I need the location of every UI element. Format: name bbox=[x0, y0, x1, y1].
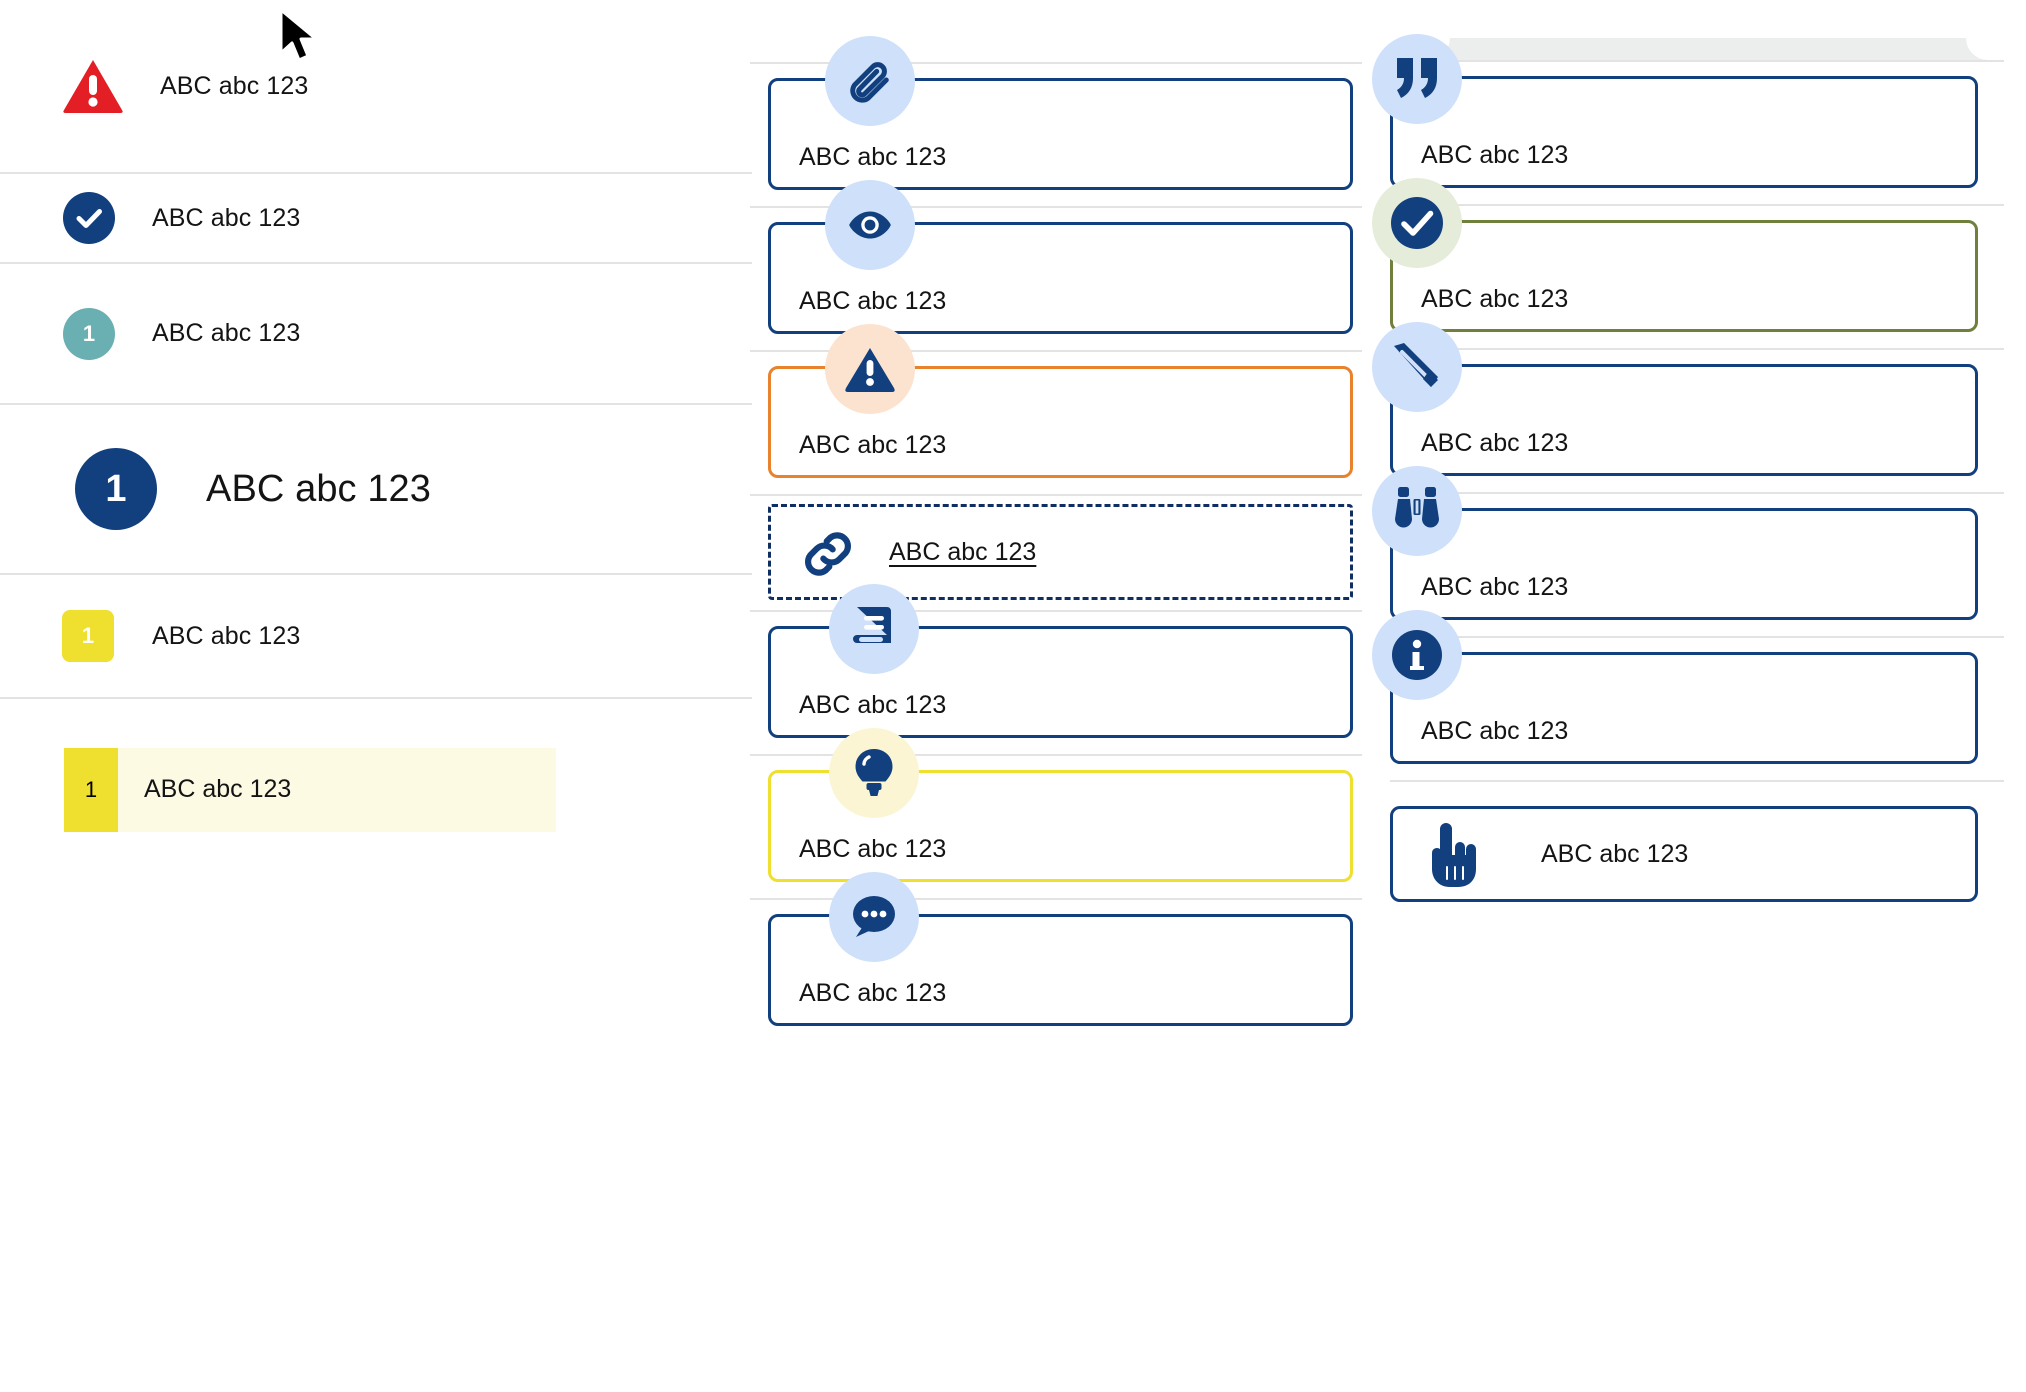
warning-triangle-icon bbox=[825, 324, 915, 414]
callout-card-action[interactable]: ABC abc 123 bbox=[1390, 806, 1978, 902]
list-item[interactable]: 1 ABC abc 123 bbox=[0, 403, 752, 573]
number-badge-large: 1 bbox=[75, 448, 157, 530]
row-divider bbox=[750, 206, 1362, 208]
list-item-label-large: ABC abc 123 bbox=[206, 467, 432, 510]
callout-label: ABC abc 123 bbox=[799, 143, 947, 171]
callout-card-explore[interactable]: ABC abc 123 bbox=[1390, 508, 1978, 620]
callout-label: ABC abc 123 bbox=[1541, 839, 1689, 868]
quote-icon bbox=[1372, 34, 1462, 124]
row-divider bbox=[1390, 492, 2004, 494]
callout-label: ABC abc 123 bbox=[799, 979, 947, 1007]
paperclip-icon bbox=[825, 36, 915, 126]
callout-label: ABC abc 123 bbox=[799, 691, 947, 719]
row-divider bbox=[1390, 60, 2004, 62]
callout-label: ABC abc 123 bbox=[1421, 717, 1569, 745]
callout-label: ABC abc 123 bbox=[1421, 285, 1569, 313]
circle-check-icon bbox=[1372, 178, 1462, 268]
list-item[interactable]: ABC abc 123 bbox=[0, 0, 752, 172]
triangle-alert-icon bbox=[62, 59, 124, 113]
row-divider bbox=[1390, 636, 2004, 638]
binoculars-icon bbox=[1372, 466, 1462, 556]
callout-link-label[interactable]: ABC abc 123 bbox=[889, 537, 1037, 566]
row-divider bbox=[750, 898, 1362, 900]
callout-card-edit[interactable]: ABC abc 123 bbox=[1390, 364, 1978, 476]
list-item-label: ABC abc 123 bbox=[152, 319, 301, 347]
callout-card-tip[interactable]: ABC abc 123 bbox=[768, 770, 1353, 882]
comment-dots-icon bbox=[829, 872, 919, 962]
list-item-label: ABC abc 123 bbox=[160, 71, 309, 100]
callout-card-success[interactable]: ABC abc 123 bbox=[1390, 220, 1978, 332]
mouse-pointer bbox=[278, 8, 324, 71]
row-divider bbox=[750, 494, 1362, 496]
lightbulb-icon bbox=[829, 728, 919, 818]
callout-label: ABC abc 123 bbox=[1421, 573, 1569, 601]
eye-icon bbox=[825, 180, 915, 270]
number-badge: 1 bbox=[63, 307, 115, 360]
number-badge-bar: 1 bbox=[64, 747, 118, 832]
list-item[interactable]: 1 ABC abc 123 bbox=[0, 262, 752, 403]
callout-label: ABC abc 123 bbox=[1421, 429, 1569, 457]
list-item-highlighted[interactable]: 1 ABC abc 123 bbox=[0, 697, 752, 880]
list-item-label: ABC abc 123 bbox=[152, 621, 301, 650]
badge-list: ABC abc 123 ABC abc 123 1 ABC abc 123 1 … bbox=[0, 0, 752, 1392]
book-icon bbox=[829, 584, 919, 674]
row-divider bbox=[1390, 348, 2004, 350]
callout-label: ABC abc 123 bbox=[799, 835, 947, 863]
list-item-label: ABC abc 123 bbox=[144, 775, 292, 803]
highlight-container: 1 ABC abc 123 bbox=[64, 747, 556, 832]
row-divider bbox=[750, 62, 1362, 64]
row-divider bbox=[750, 754, 1362, 756]
background-panel bbox=[1390, 38, 2026, 60]
callout-card-quote[interactable]: ABC abc 123 bbox=[1390, 76, 1978, 188]
row-divider bbox=[1390, 780, 2004, 782]
circle-check-icon bbox=[63, 192, 115, 244]
panel-top-spacer bbox=[1390, 0, 2026, 38]
callout-card-link[interactable]: ABC abc 123 bbox=[768, 504, 1353, 600]
callout-label: ABC abc 123 bbox=[799, 287, 947, 315]
list-item-label: ABC abc 123 bbox=[152, 203, 301, 232]
number-badge-square: 1 bbox=[62, 610, 114, 662]
pencil-icon bbox=[1372, 322, 1462, 412]
row-divider bbox=[750, 610, 1362, 612]
callout-card-info[interactable]: ABC abc 123 bbox=[1390, 652, 1978, 764]
list-item[interactable]: ABC abc 123 bbox=[0, 172, 752, 262]
row-divider bbox=[1390, 204, 2004, 206]
callout-label: ABC abc 123 bbox=[799, 431, 947, 459]
row-divider bbox=[750, 350, 1362, 352]
link-icon bbox=[797, 523, 859, 585]
pointing-hand-icon bbox=[1423, 823, 1481, 891]
callout-label: ABC abc 123 bbox=[1421, 141, 1569, 169]
panel-notch-right bbox=[1966, 38, 2026, 60]
list-item[interactable]: 1 ABC abc 123 bbox=[0, 573, 752, 697]
info-circle-icon bbox=[1372, 610, 1462, 700]
